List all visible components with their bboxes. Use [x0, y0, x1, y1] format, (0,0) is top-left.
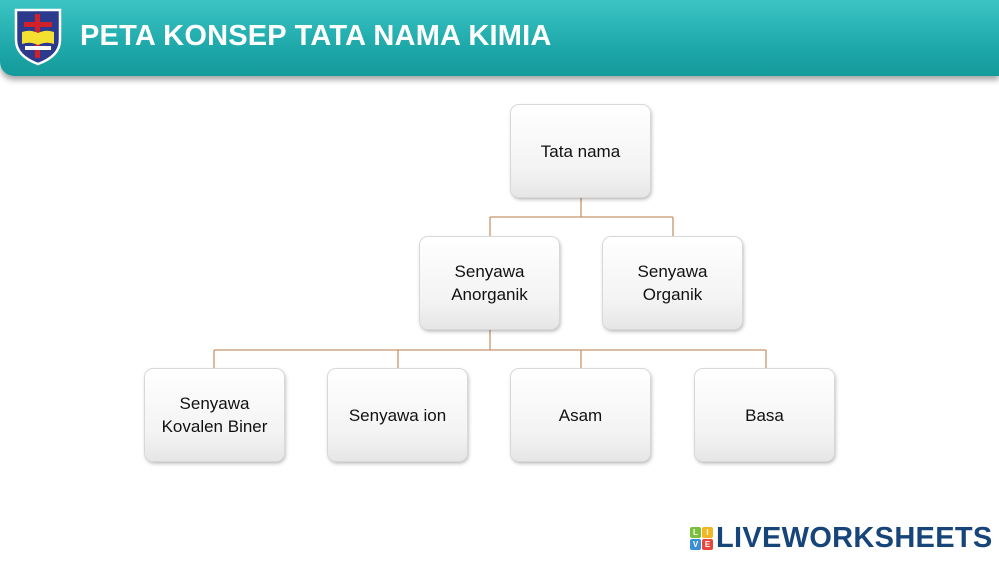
node-senyawa-organik: Senyawa Organik [603, 237, 742, 329]
page-title: PETA KONSEP TATA NAMA KIMIA [80, 20, 552, 52]
node-senyawa-kovalen-biner: Senyawa Kovalen Biner [145, 369, 284, 461]
live-icon: L I V E [690, 527, 713, 550]
header-band: PETA KONSEP TATA NAMA KIMIA [0, 0, 999, 76]
node-senyawa-ion: Senyawa ion [328, 369, 467, 461]
connector-root [489, 198, 674, 237]
node-senyawa-anorganik: Senyawa Anorganik [420, 237, 559, 329]
liveworksheets-logo: L I V E LIVEWORKSHEETS [690, 522, 993, 555]
live-letter: I [702, 527, 713, 538]
live-letter: E [702, 539, 713, 550]
node-asam: Asam [511, 369, 650, 461]
connector-anorganik [213, 330, 767, 369]
liveworksheets-text: LIVEWORKSHEETS [716, 522, 993, 554]
node-basa: Basa [695, 369, 834, 461]
school-crest-logo [14, 8, 62, 66]
live-letter: L [690, 527, 701, 538]
node-tata-nama: Tata nama [511, 105, 650, 197]
live-letter: V [690, 539, 701, 550]
